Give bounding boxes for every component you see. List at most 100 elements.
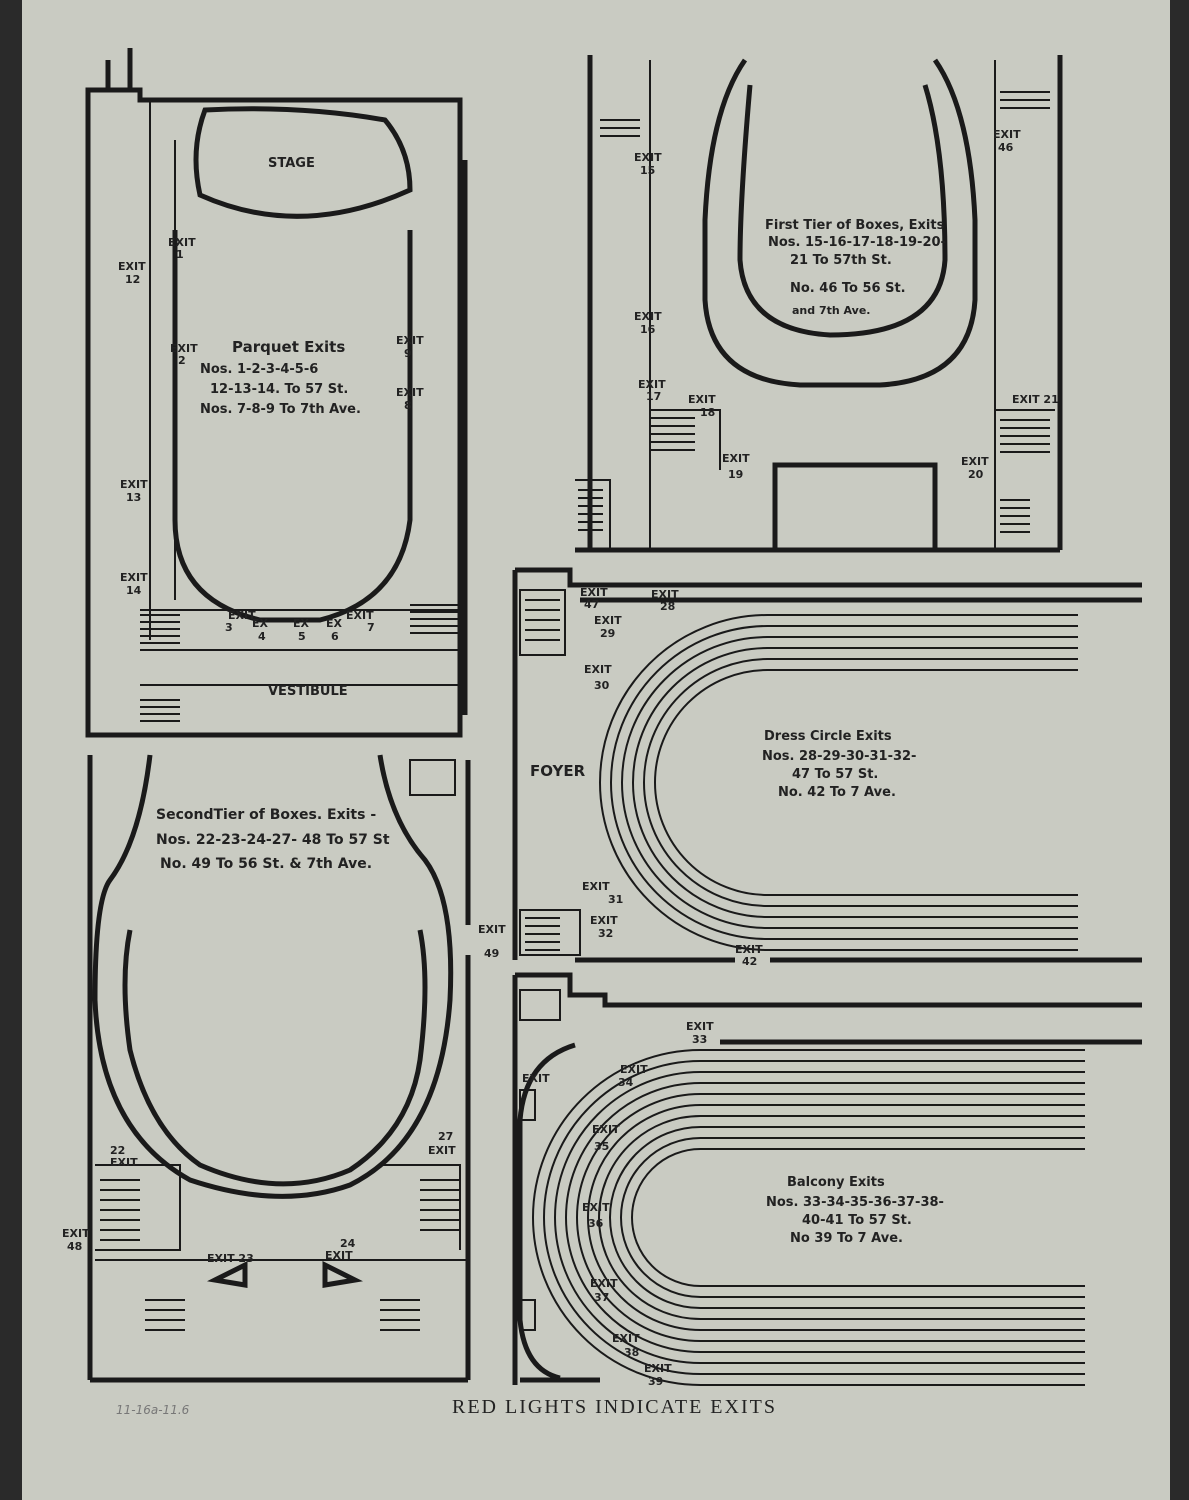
- svg-text:18: 18: [700, 406, 715, 419]
- svg-text:EXIT: EXIT: [634, 151, 662, 164]
- pencil-note: 11-16a-11.6: [116, 1403, 190, 1417]
- svg-text:EXIT: EXIT: [735, 943, 763, 956]
- exit-6: EX6: [326, 617, 343, 643]
- seating-row-curve: [609, 1126, 1085, 1309]
- svg-text:EXIT: EXIT: [228, 609, 256, 622]
- svg-text:EX: EX: [252, 617, 269, 630]
- svg-text:EXIT: EXIT: [620, 1063, 648, 1076]
- svg-text:EXIT: EXIT: [428, 1144, 456, 1157]
- exit-49: EXIT 49: [478, 923, 506, 960]
- svg-text:29: 29: [600, 627, 615, 640]
- svg-text:1: 1: [176, 248, 184, 261]
- svg-text:EXIT: EXIT: [110, 1156, 138, 1169]
- seating-row-curve: [621, 636, 1078, 929]
- svg-text:EXIT: EXIT: [612, 1332, 640, 1345]
- svg-text:20: 20: [968, 468, 984, 481]
- first-tier-line1: Nos. 15-16-17-18-19-20-: [768, 235, 946, 250]
- dress-circle-line3: No. 42 To 7 Ave.: [778, 785, 896, 800]
- svg-text:EXIT: EXIT: [582, 1201, 610, 1214]
- stage-label: STAGE: [268, 156, 315, 171]
- svg-text:4: 4: [258, 630, 266, 643]
- seating-row-curve: [631, 1148, 1085, 1287]
- svg-text:EX: EX: [293, 617, 310, 630]
- svg-text:27: 27: [438, 1130, 453, 1143]
- footer-caption: RED LIGHTS INDICATE EXITS: [452, 1396, 777, 1418]
- foyer-label: FOYER: [530, 762, 586, 780]
- svg-text:39: 39: [648, 1375, 663, 1388]
- svg-text:EXIT: EXIT: [582, 880, 610, 893]
- first-tier-line2: 21 To 57th St.: [790, 253, 892, 268]
- seating-row-curve: [643, 658, 1078, 907]
- svg-text:EXIT: EXIT: [62, 1227, 90, 1240]
- seating-row-curve: [654, 669, 1078, 896]
- svg-text:EXIT: EXIT: [594, 614, 622, 627]
- svg-text:12: 12: [125, 273, 140, 286]
- parquet-line3: Nos. 7-8-9 To 7th Ave.: [200, 402, 361, 417]
- svg-text:32: 32: [598, 927, 613, 940]
- svg-text:9: 9: [404, 347, 412, 360]
- svg-text:EXIT 23: EXIT 23: [207, 1252, 254, 1265]
- seating-row-curve: [598, 1115, 1085, 1320]
- svg-text:28: 28: [660, 600, 675, 613]
- first-tier-line4: and 7th Ave.: [792, 304, 870, 317]
- parquet-plan: STAGE VESTIBULE Parquet Exits Nos. 1-2-3…: [85, 48, 468, 738]
- svg-text:EXIT: EXIT: [993, 128, 1021, 141]
- seating-row-curve: [543, 1060, 1085, 1375]
- svg-text:EXIT: EXIT: [644, 1362, 672, 1375]
- seating-row-curve: [587, 1104, 1085, 1331]
- svg-text:EXIT: EXIT: [118, 260, 146, 273]
- seating-row-curve: [532, 1049, 1085, 1386]
- svg-text:3: 3: [225, 621, 233, 634]
- svg-text:30: 30: [594, 679, 610, 692]
- balcony-plan: Balcony Exits Nos. 33-34-35-36-37-38- 40…: [512, 972, 1142, 1388]
- svg-text:17: 17: [646, 390, 661, 403]
- svg-text:36: 36: [588, 1217, 604, 1230]
- balcony-title: Balcony Exits: [787, 1175, 885, 1190]
- svg-text:5: 5: [298, 630, 306, 643]
- balcony-line2: 40-41 To 57 St.: [802, 1213, 912, 1228]
- svg-text:EXIT: EXIT: [478, 923, 506, 936]
- svg-text:48: 48: [67, 1240, 82, 1253]
- balcony-line1: Nos. 33-34-35-36-37-38-: [766, 1195, 944, 1210]
- dress-circle-title: Dress Circle Exits: [764, 729, 892, 744]
- svg-text:EXIT 21: EXIT 21: [1012, 393, 1059, 406]
- parquet-line1: Nos. 1-2-3-4-5-6: [200, 362, 318, 377]
- svg-text:14: 14: [126, 584, 142, 597]
- first-tier-line3: No. 46 To 56 St.: [790, 281, 906, 296]
- svg-text:22: 22: [110, 1144, 125, 1157]
- svg-text:49: 49: [484, 947, 499, 960]
- svg-text:13: 13: [126, 491, 141, 504]
- svg-text:2: 2: [178, 354, 186, 367]
- exit-plans-diagram: STAGE VESTIBULE Parquet Exits Nos. 1-2-3…: [62, 48, 1142, 1418]
- svg-text:EXIT: EXIT: [120, 478, 148, 491]
- svg-text:19: 19: [728, 468, 743, 481]
- exit-21: EXIT 21: [1012, 393, 1059, 406]
- exit-23: EXIT 23: [207, 1252, 254, 1265]
- svg-text:46: 46: [998, 141, 1014, 154]
- svg-text:EXIT: EXIT: [592, 1123, 620, 1136]
- svg-text:EXIT: EXIT: [584, 663, 612, 676]
- second-tier-line1: Nos. 22-23-24-27- 48 To 57 St: [156, 832, 390, 848]
- svg-text:EXIT: EXIT: [522, 1072, 550, 1085]
